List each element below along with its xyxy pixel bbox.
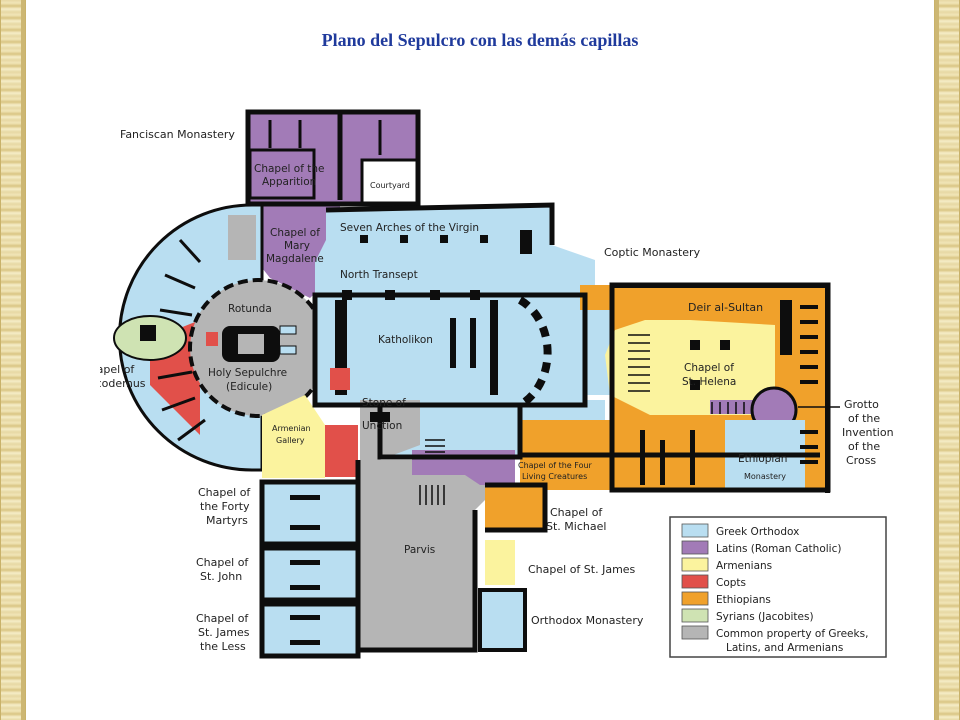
label-ethiopian-2: Monastery — [744, 472, 786, 481]
label-katholikon: Katholikon — [378, 334, 433, 346]
label-forty-2: the Forty — [200, 500, 250, 513]
label-coptic-monastery: Coptic Monastery — [604, 246, 701, 259]
label-grotto-5: Cross — [846, 454, 876, 467]
label-grotto-4: of the — [848, 440, 880, 453]
label-grotto-3: Invention — [842, 426, 894, 439]
legend-swatch — [681, 608, 709, 623]
zone-greek-north — [315, 205, 595, 300]
zone-copt-north — [330, 368, 350, 390]
page-title: Plano del Sepulcro con las demás capilla… — [321, 30, 639, 50]
label-armenian-gallery-2: Gallery — [276, 436, 305, 445]
legend-swatch — [681, 591, 709, 606]
label-north-transept: North Transept — [340, 269, 418, 281]
label-michael-1: Chapel of — [550, 506, 603, 519]
label-forty-1: Chapel of — [198, 486, 251, 499]
label-parvis: Parvis — [404, 544, 435, 556]
zone-forty-martyrs — [259, 479, 361, 547]
label-four-creatures-2: Living Creatures — [522, 472, 587, 481]
label-stone-2: Unction — [362, 420, 402, 432]
label-grotto-1: Grotto — [844, 398, 879, 411]
label-armenian-gallery-1: Armenian — [272, 424, 311, 433]
zone-michael — [485, 485, 545, 530]
label-magdalene-3: Magdalene — [266, 253, 324, 265]
label-forty-3: Martyrs — [206, 514, 248, 527]
legend-label: Copts — [716, 577, 746, 589]
label-rotunda: Rotunda — [228, 303, 272, 315]
legend-swatch — [681, 557, 709, 572]
label-four-creatures-1: Chapel of the Four — [518, 461, 593, 470]
label-james-less-1: Chapel of — [196, 612, 249, 625]
label-holy-sepulchre-2: (Edicule) — [226, 381, 272, 393]
frame-left-border — [0, 0, 26, 720]
legend-label: Armenians — [716, 560, 772, 572]
label-james-less-3: the Less — [200, 640, 246, 653]
zone-courtyard — [360, 158, 420, 207]
zone-st-john — [259, 545, 361, 603]
legend-swatch — [681, 625, 709, 640]
label-helena-2: St. Helena — [682, 376, 736, 388]
label-orthodox-monastery: Orthodox Monastery — [531, 614, 644, 627]
legend-label: Syrians (Jacobites) — [716, 611, 814, 623]
zone-helena-latin-passage — [710, 400, 760, 414]
zone-armenian-gallery — [262, 395, 325, 478]
legend-label: Ethiopians — [716, 594, 771, 606]
floor-plan: Fanciscan Monastery Chapel of the Appari… — [100, 109, 894, 659]
legend-label: Latins, and Armenians — [726, 642, 843, 654]
label-deir: Deir al-Sultan — [688, 301, 763, 314]
zone-parvis — [358, 460, 485, 650]
label-holy-sepulchre-1: Holy Sepulchre — [208, 367, 287, 379]
label-franciscan: Fanciscan Monastery — [120, 128, 235, 141]
labels: Fanciscan Monastery Chapel of the Appari… — [100, 128, 894, 653]
label-ethiopian-1: Ethiopian — [738, 453, 787, 465]
frame-right-border — [934, 0, 960, 720]
label-james-less-2: St. James — [198, 626, 250, 639]
label-magdalene-1: Chapel of — [270, 227, 320, 239]
label-magdalene-2: Mary — [284, 240, 310, 252]
label-john-2: St. John — [200, 570, 242, 583]
label-apparition-2: Apparition — [262, 176, 316, 188]
zone-rotunda-north-grey — [228, 215, 256, 260]
zone-orthodox-monastery — [478, 588, 527, 652]
legend-swatch — [681, 540, 709, 555]
label-nicodemus-2: St. Nicodemus — [100, 377, 146, 390]
legend-label: Latins (Roman Catholic) — [716, 543, 841, 555]
label-grotto-2: of the — [848, 412, 880, 425]
label-james: Chapel of St. James — [528, 563, 636, 576]
label-apparition-1: Chapel of the — [254, 163, 325, 175]
legend-label: Greek Orthodox — [716, 526, 799, 538]
label-john-1: Chapel of — [196, 556, 249, 569]
zone-st-james-less — [259, 601, 361, 659]
label-seven-arches: Seven Arches of the Virgin — [340, 222, 479, 234]
label-courtyard: Courtyard — [370, 181, 410, 190]
label-helena-1: Chapel of — [684, 362, 734, 374]
zone-katholikon-apse — [498, 293, 582, 417]
legend-swatch — [681, 523, 709, 538]
label-michael-2: St. Michael — [546, 520, 606, 533]
zone-james-armenian — [485, 540, 515, 585]
legend-label: Common property of Greeks, — [716, 628, 868, 640]
legend-swatch — [681, 574, 709, 589]
label-nicodemus-1: Chapel of — [100, 363, 135, 376]
label-stone-1: Stone of — [362, 397, 406, 409]
